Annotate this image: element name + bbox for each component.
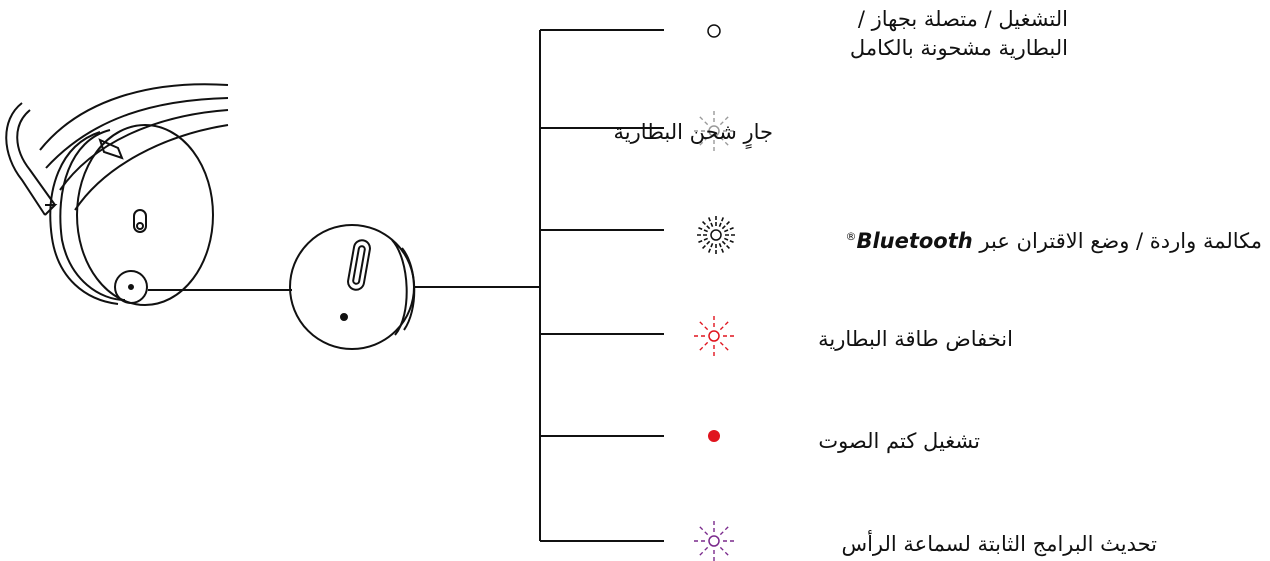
legend-label-firmware: تحديث البرامج الثابتة لسماعة الرأس [841,532,1157,556]
led-flash-bluetooth-icon [697,216,735,254]
led-indicators [694,24,735,561]
zoom-detail [289,224,416,350]
legend-label-bluetooth: مكالمة واردة / وضع الاقتران عبر Bluetoot… [845,229,1262,253]
legend-label-on: التشغيل / متصلة بجهاز / البطارية مشحونة … [849,7,1068,60]
bracket-lines [414,29,664,542]
led-ring-icon [707,24,721,38]
led-flash-low-battery-icon [694,316,734,356]
legend-label-low-battery: انخفاض طاقة البطارية [818,327,1013,351]
led-flash-firmware-icon [694,521,734,561]
legend-label-charging: جارٍ شحن البطارية [613,120,773,144]
legend-label-mute: تشغيل كتم الصوت [818,429,980,453]
led-solid-mute-icon [708,430,720,442]
headset-illustration [5,83,229,306]
led-flash-charging-icon [694,111,734,151]
